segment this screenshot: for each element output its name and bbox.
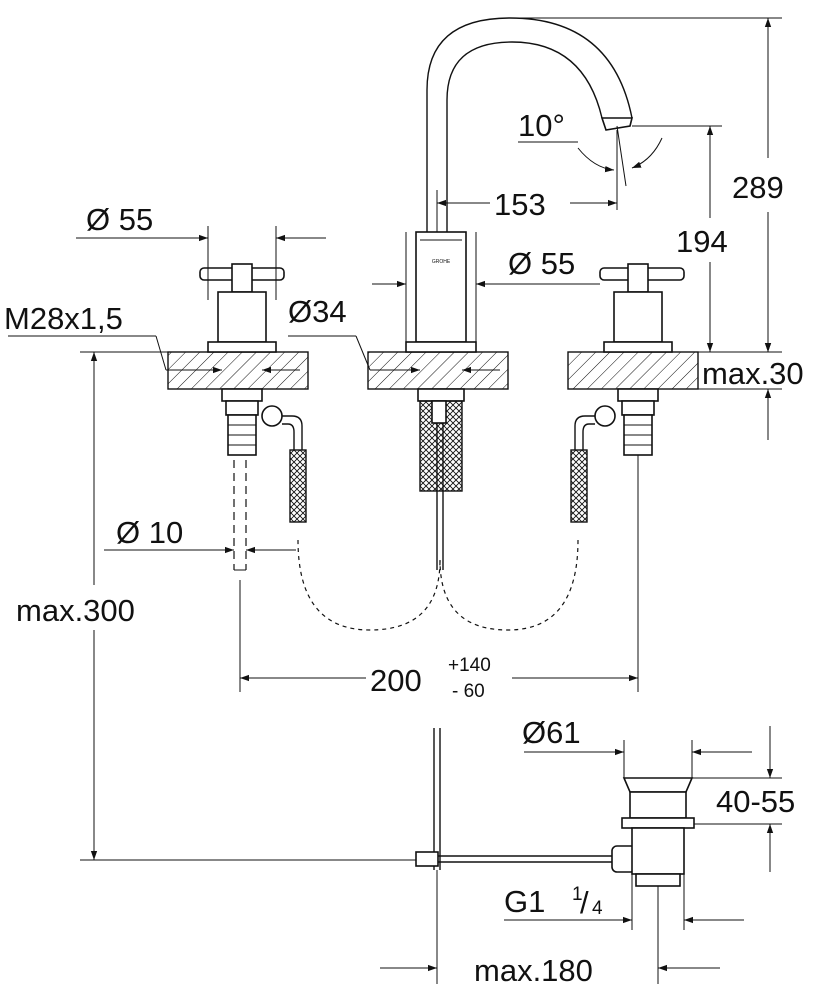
dia55-center-label: Ø 55 — [508, 246, 575, 281]
dia34-label: Ø34 — [288, 294, 347, 329]
d40-55-label: 40-55 — [716, 784, 795, 819]
d194-label: 194 — [676, 224, 728, 259]
tolerance-minus-label: - 60 — [452, 681, 485, 702]
g-fraction-denominator: 4 — [592, 898, 603, 919]
max30-label: max.30 — [702, 356, 804, 391]
max180-label: max.180 — [474, 953, 593, 988]
hidden-lines — [233, 460, 579, 631]
g-thread-label: G1 — [504, 884, 545, 919]
dia61-label: Ø61 — [522, 715, 581, 750]
center-spout: GROHE — [405, 17, 634, 570]
pop-up-waste — [415, 728, 695, 887]
angle-label: 10° — [518, 108, 565, 143]
right-valve — [570, 263, 685, 523]
g-fraction-slash: / — [580, 885, 589, 920]
dia10-label: Ø 10 — [116, 515, 183, 550]
d153-label: 153 — [494, 187, 546, 222]
left-valve — [199, 263, 307, 523]
tolerance-plus-label: +140 — [448, 655, 491, 676]
dimension-lines — [8, 17, 782, 984]
countertop-right — [567, 351, 699, 390]
dia55-left-label: Ø 55 — [86, 202, 153, 237]
brand-mark: GROHE — [432, 259, 451, 265]
g-fraction-numerator: 1 — [572, 884, 583, 905]
max300-label: max.300 — [16, 593, 135, 628]
thread-label: M28x1,5 — [4, 301, 123, 336]
spacing-label: 200 — [370, 663, 422, 698]
d289-label: 289 — [732, 170, 784, 205]
